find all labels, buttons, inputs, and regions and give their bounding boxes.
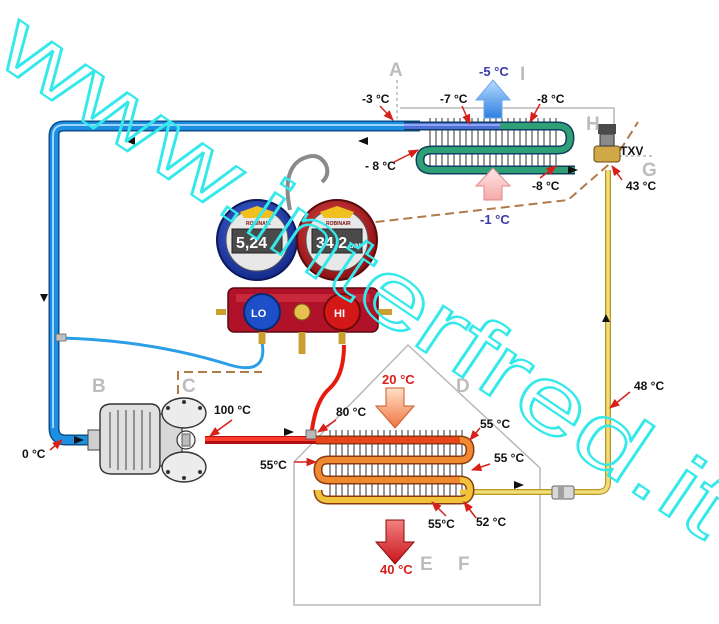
- condenser-air-in-temp: 20 °C: [382, 372, 415, 387]
- condenser-air-out-arrow: [374, 519, 416, 565]
- suction-temp: 0 °C: [22, 447, 46, 461]
- evaporator-air-out-arrow: [474, 79, 512, 119]
- low-gauge-reading: 5,24: [236, 235, 267, 252]
- high-gauge-unit: bar: [349, 241, 361, 250]
- evap-air-in-temp: -1 °C: [480, 212, 510, 227]
- discharge-temp: 100 °C: [214, 403, 251, 417]
- condenser-temp-bottom: 55°C: [428, 517, 455, 531]
- evap-inlet-temp: -3 °C: [362, 92, 390, 106]
- flow-arrows: [40, 137, 610, 489]
- high-gauge-brand: ROBINAIR: [326, 221, 351, 227]
- evap-outlet-temp-left: - 8 °C: [365, 159, 396, 173]
- point-g-label: G: [642, 160, 657, 181]
- evaporator-air-in-arrow: [474, 167, 512, 201]
- evap-coil-temp-left: -7 °C: [440, 92, 468, 106]
- high-gauge-reading: 34,2: [316, 235, 347, 252]
- valve-label: TXV: [620, 144, 643, 158]
- condenser-coil: [313, 430, 475, 505]
- expansion-valve: [593, 124, 621, 163]
- condenser-outlet-temp: 52 °C: [476, 515, 506, 529]
- evap-outlet-temp-right: -8 °C: [532, 179, 560, 193]
- low-gauge-brand: ROBINAIR: [246, 221, 271, 227]
- point-c-label: C: [182, 376, 196, 397]
- evap-air-out-temp: -5 °C: [479, 64, 509, 79]
- manifold-gauge-set: [216, 154, 392, 354]
- condenser-inlet-temp: 80 °C: [336, 405, 366, 419]
- low-knob-label: LO: [251, 308, 267, 320]
- point-a-label: A: [389, 60, 403, 81]
- condenser-temp-left: 55°C: [260, 458, 287, 472]
- point-b-label: B: [92, 376, 106, 397]
- valve-inlet-temp: 43 °C: [626, 179, 656, 193]
- condenser-air-in-arrow: [374, 387, 416, 429]
- discharge-line: [205, 344, 346, 444]
- point-e-label: E: [420, 554, 433, 575]
- point-f-label: F: [458, 554, 470, 575]
- liquid-line-temp: 48 °C: [634, 379, 664, 393]
- point-i-label: I: [520, 64, 525, 85]
- evap-coil-temp-right: -8 °C: [537, 92, 565, 106]
- condenser-temp-right-top: 55 °C: [480, 417, 510, 431]
- high-knob-label: HI: [334, 308, 345, 320]
- evaporator-coil: [404, 118, 575, 175]
- condenser-temp-right-mid: 55 °C: [494, 451, 524, 465]
- point-d-label: D: [456, 376, 470, 397]
- compressor: [87, 397, 207, 483]
- point-h-label: H: [586, 114, 600, 135]
- liquid-line: [468, 170, 611, 500]
- condenser-air-out-temp: 40 °C: [380, 562, 413, 577]
- leader-lines: [49, 103, 631, 519]
